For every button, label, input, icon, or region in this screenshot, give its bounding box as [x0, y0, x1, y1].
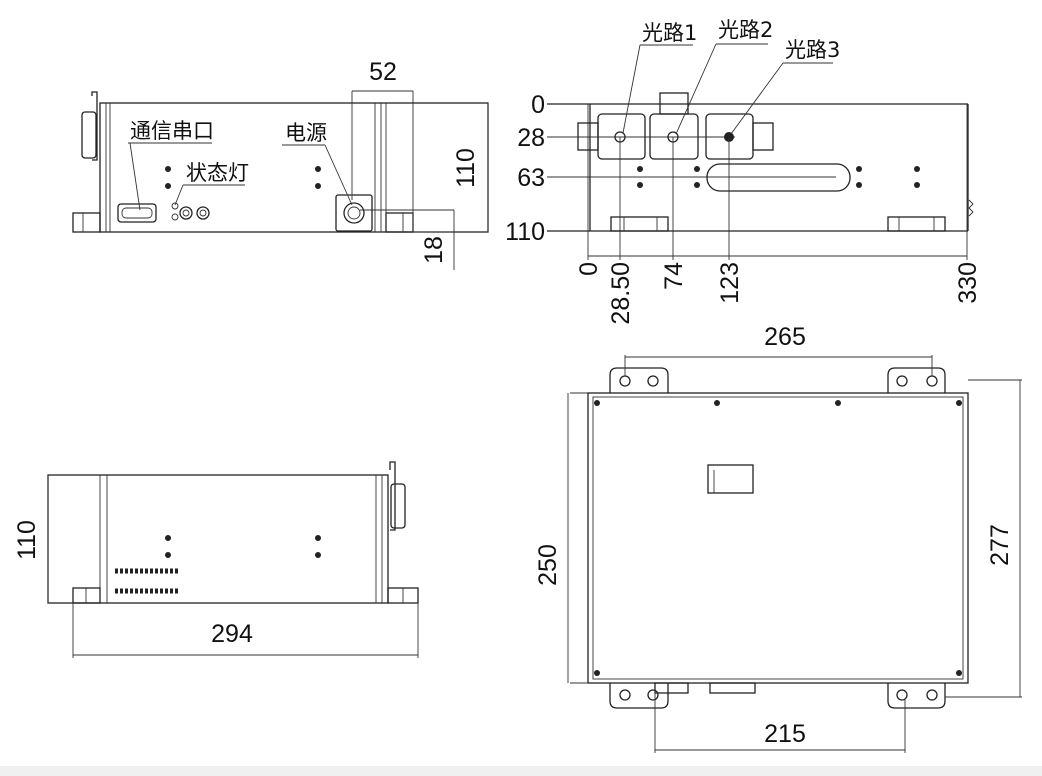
hdim-0: 0	[575, 262, 603, 276]
dim-52: 52	[369, 58, 397, 86]
foot	[72, 212, 101, 233]
label-power: 电源	[285, 121, 327, 145]
slot	[706, 163, 851, 192]
bottom-band	[0, 766, 1042, 776]
status-led	[171, 202, 179, 210]
label-path-1: 光路1	[642, 21, 697, 45]
handle	[91, 91, 98, 161]
optical-port-1	[597, 113, 646, 160]
label-serial-port: 通信串口	[130, 119, 214, 143]
hdim-74: 74	[660, 262, 688, 290]
top-view: 0 28 63 110 0 28.50 74 123 330 光路1 光路2 光…	[505, 18, 982, 325]
vdim-110: 110	[505, 218, 545, 246]
label-path-3: 光路3	[785, 38, 840, 62]
front-view: 通信串口 状态灯 电源 52 110 18	[72, 58, 489, 270]
vdim-28: 28	[517, 124, 545, 152]
dim-250: 250	[534, 544, 562, 586]
dim-side-110: 110	[13, 520, 41, 560]
plan-view: 277 250 265 215	[534, 323, 1022, 753]
hdim-28-50: 28.50	[607, 262, 635, 325]
dim-215: 215	[764, 720, 806, 748]
dim-277: 277	[986, 524, 1014, 566]
top-connector	[707, 464, 754, 494]
label-path-2: 光路2	[718, 18, 773, 42]
dim-110: 110	[452, 148, 480, 188]
side-view: 110 294	[13, 461, 419, 658]
optical-port-2	[649, 113, 699, 160]
label-status-light: 状态灯	[186, 161, 249, 185]
vdim-0: 0	[531, 91, 545, 119]
dim-265: 265	[764, 323, 806, 351]
power-connector	[335, 194, 373, 232]
hdim-123: 123	[716, 262, 744, 304]
vdim-63: 63	[517, 164, 545, 192]
dim-18: 18	[420, 236, 448, 264]
dim-294: 294	[211, 620, 253, 648]
hdim-330: 330	[954, 262, 982, 304]
db9-connector	[117, 203, 157, 223]
